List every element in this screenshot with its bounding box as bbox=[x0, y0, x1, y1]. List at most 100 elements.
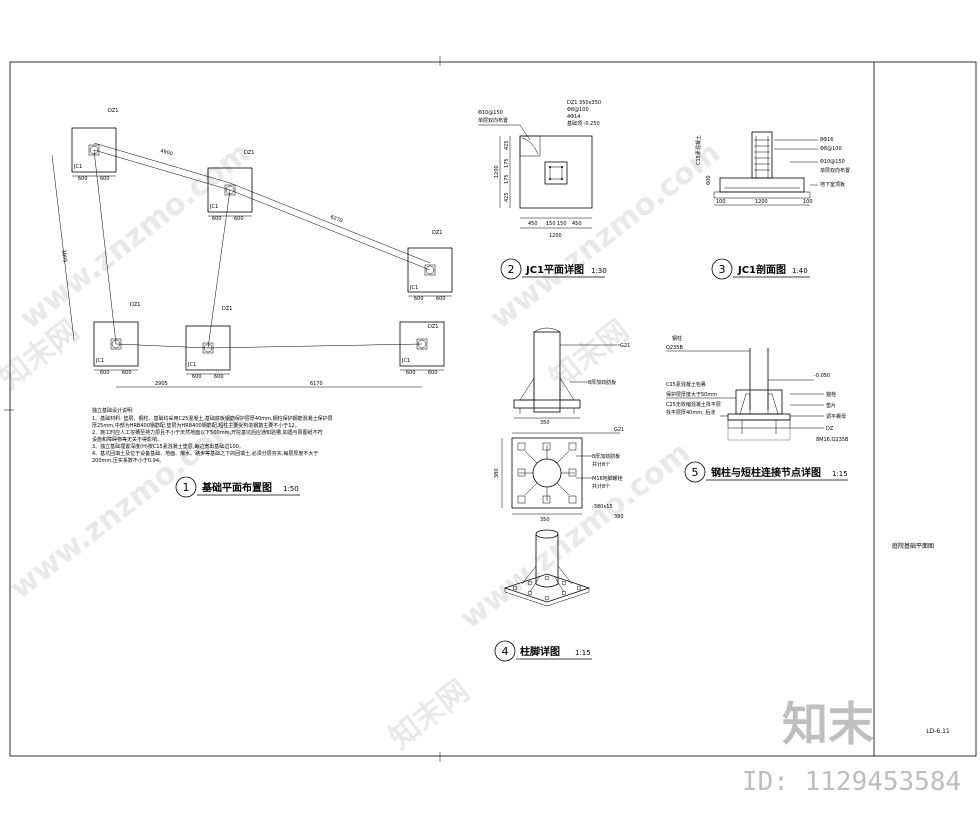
callout-text: -0.050 bbox=[814, 373, 830, 379]
dim-text: 350 bbox=[540, 517, 550, 523]
drawing-border bbox=[9, 61, 977, 757]
dim-text: 450 bbox=[572, 221, 582, 227]
callout-text: -380x15 bbox=[592, 504, 613, 510]
dim-text: 175 bbox=[504, 174, 510, 184]
callout-text: 共计8个 bbox=[592, 461, 610, 468]
view-scale: 1:15 bbox=[575, 649, 591, 657]
note-line: 3、独立基础埋置深度(H)按C15素混凝土垫层,每边宽出基础边100。 bbox=[92, 443, 244, 450]
connection-detail: 钢柱 Q235B -0.050 C15素混凝土包裹 保护层厚度大于50mm C2… bbox=[666, 335, 849, 483]
jc1-section-detail: 8Φ16 Φ8@100 Φ10@150 单层双向布置 地下室顶板 C15素混凝土… bbox=[695, 131, 850, 280]
column-tag: DZ1 bbox=[432, 230, 442, 236]
callout-text: Φ8@100 bbox=[567, 107, 589, 113]
dim-text: 100 bbox=[803, 199, 813, 205]
sheet-number: LD-6.11 bbox=[926, 728, 950, 735]
footing-tag: JC1 bbox=[401, 358, 410, 364]
callout-text: 调平螺母 bbox=[826, 413, 846, 420]
view-scale: 1:30 bbox=[591, 267, 607, 275]
callout-text: 380 bbox=[614, 514, 624, 520]
column-tag: DZ1 bbox=[244, 150, 254, 156]
dim-text: 100 bbox=[716, 199, 726, 205]
footing: JC1 DZ1 600 600 bbox=[185, 306, 232, 380]
span-dim: 4900 bbox=[159, 148, 173, 157]
view-title: 1 基础平面布置图 1:50 bbox=[175, 476, 300, 498]
callout-text: DZ bbox=[826, 426, 834, 432]
footing: JC1 DZ1 600 600 bbox=[207, 150, 254, 222]
view-name: 钢柱与短柱连接节点详图 bbox=[711, 466, 821, 479]
brand-watermark: 知末 bbox=[782, 697, 874, 751]
watermark-text: www.znzmo.com bbox=[453, 435, 697, 636]
footing-tag: JC1 bbox=[95, 358, 104, 364]
view-number: 1 bbox=[183, 481, 190, 494]
watermark-text: 知末网 bbox=[383, 673, 475, 756]
callout-text: 基础顶 -0.250 bbox=[567, 120, 600, 127]
column-tag: DZ1 bbox=[428, 324, 438, 330]
dim-text: 600 bbox=[406, 370, 416, 376]
callout-text: 锚栓 bbox=[826, 391, 836, 398]
jc1-plan-detail: Φ10@150 单层双向布置 DZ1 350x350 Φ8@100 4Φ14 基… bbox=[478, 100, 607, 280]
dim-text: 1200 bbox=[494, 165, 500, 178]
callout-text: G21 bbox=[614, 427, 624, 433]
note-line: 200mm,压实系数不小于0.94。 bbox=[92, 457, 164, 464]
callout-text: M16地脚螺栓 bbox=[592, 475, 623, 482]
view-number: 5 bbox=[692, 466, 699, 479]
dim-text: 150 bbox=[557, 221, 567, 227]
image-id-watermark: ID: 1129453584 bbox=[742, 767, 961, 797]
callout-text: 8Φ16 bbox=[820, 137, 833, 143]
column-tag: DZ1 bbox=[108, 108, 118, 114]
callout-text: 8厚加劲肋板 bbox=[588, 379, 616, 386]
dim-text: 150 bbox=[546, 221, 556, 227]
callout-text: 8厚加劲肋板 bbox=[592, 453, 620, 460]
span-dim: 2905 bbox=[155, 381, 168, 387]
column-tag: DZ1 bbox=[222, 306, 232, 312]
note-line: 设施和障碍物等无关不得影响。 bbox=[92, 436, 162, 443]
footing-tag: JC1 bbox=[209, 204, 218, 210]
view-title: 2 JC1平面详图 1:30 bbox=[500, 258, 607, 280]
dim-text: 600 bbox=[706, 175, 712, 185]
dim-text: 600 bbox=[78, 176, 88, 182]
dim-text: 600 bbox=[214, 374, 224, 380]
callout-text: 共计8个 bbox=[592, 483, 610, 490]
dim-text: 600 bbox=[100, 176, 110, 182]
footing-tag: JC1 bbox=[409, 285, 418, 291]
view-number: 3 bbox=[719, 263, 726, 276]
column-base-isometric bbox=[503, 529, 591, 607]
span-dim: 6270 bbox=[329, 214, 343, 224]
dim-text: 425 bbox=[504, 192, 510, 202]
dim-text: 1200 bbox=[755, 199, 768, 205]
view-name: 基础平面布置图 bbox=[201, 481, 272, 494]
view-title: 4 柱脚详图 1:15 bbox=[494, 640, 592, 662]
dim-text: 380 bbox=[494, 468, 500, 478]
footing-tag: JC1 bbox=[73, 164, 82, 170]
dim-text: 450 bbox=[528, 221, 538, 227]
callout-text: 钢柱 bbox=[672, 335, 682, 342]
callout-text: 找平层厚40mm, 后浇 bbox=[666, 409, 715, 416]
callout-text: Φ10@150 bbox=[478, 110, 503, 116]
view-name: JC1剖面图 bbox=[737, 263, 786, 276]
callout-text: 保护层厚度大于50mm bbox=[666, 391, 717, 398]
view-scale: 1:40 bbox=[792, 267, 808, 275]
note-line: 1、基础材料: 垫层、钢柱、基础均采用C25混凝土,基础底板钢筋保护层厚40mm… bbox=[92, 415, 333, 422]
view-number: 2 bbox=[508, 263, 515, 276]
foundation-plan: JC1 DZ1 600 600 JC1 DZ1 600 600 JC1 DZ1 … bbox=[51, 108, 453, 498]
dim-text: 350 bbox=[540, 420, 550, 426]
callout-text: Q235B bbox=[666, 345, 683, 351]
footing: JC1 DZ1 600 600 bbox=[93, 302, 140, 376]
view-name: JC1平面详图 bbox=[525, 263, 584, 276]
dim-text: 600 bbox=[436, 296, 446, 302]
callout-text: 单层双向布置 bbox=[478, 117, 508, 124]
callout-text: 单层双向布置 bbox=[820, 167, 850, 174]
column-base-detail: 350 G21 8厚加劲肋板 G21 8厚加劲肋板 共计8个 M16地脚螺栓 共… bbox=[494, 327, 630, 662]
note-line: 2、施工时应人工挖槽至持力层且不小于天然地面以下500mm,开挖基坑后应通知验槽… bbox=[92, 429, 323, 436]
view-title: 3 JC1剖面图 1:40 bbox=[711, 258, 810, 280]
footing: JC1 DZ1 600 600 bbox=[71, 108, 118, 182]
callout-text: G21 bbox=[620, 343, 630, 349]
dim-text: 600 bbox=[234, 216, 244, 222]
view-scale: 1:15 bbox=[832, 470, 848, 478]
column-tag: DZ1 bbox=[130, 302, 140, 308]
span-dim: 6170 bbox=[310, 381, 323, 387]
footing: JC1 DZ1 600 600 bbox=[399, 321, 445, 376]
note-line: 4、基坑回填土及位于设备基础、地面、散水、路步等基础之下的回填土,必须分层夯实,… bbox=[92, 450, 318, 457]
dim-text: 175 bbox=[504, 158, 510, 168]
dim-text: 425 bbox=[504, 140, 510, 150]
notes-title: 独立基础设计说明: bbox=[92, 407, 134, 414]
